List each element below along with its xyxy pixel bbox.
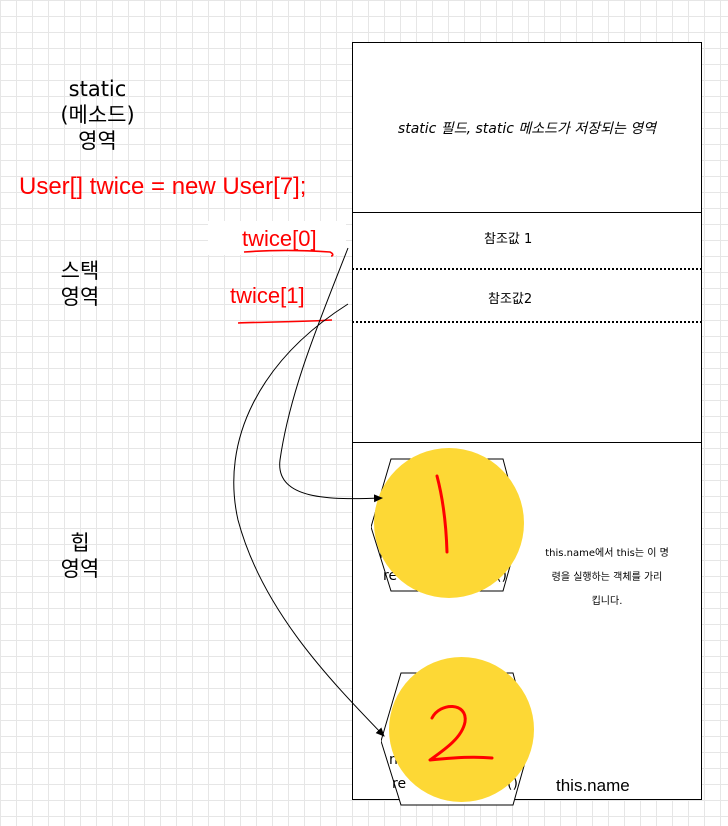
twice1-underline <box>237 319 333 324</box>
heap-note-line1: this.name에서 this는 이 명 <box>545 548 669 559</box>
this-name-text: this.name <box>556 776 630 795</box>
highlight-circle-1 <box>374 448 524 598</box>
twice1-label: twice[1] <box>230 283 305 308</box>
handwritten-2 <box>428 705 494 762</box>
stack-slot-divider-2 <box>352 321 702 323</box>
heap-note-line3: 킵니다. <box>591 596 623 607</box>
stack-value-1: 참조값 1 <box>484 232 533 247</box>
static-stack-divider <box>352 212 702 213</box>
static-label-line3: 영역 <box>78 129 117 153</box>
array-declaration: User[] twice = new User[7]; <box>19 173 307 200</box>
stack-area-label: 스택 영역 <box>40 258 120 310</box>
static-label-line1: static <box>68 77 127 101</box>
twice0-label-bg <box>208 221 346 255</box>
handwritten-1 <box>435 474 449 554</box>
object-2-method: re <box>392 776 407 792</box>
static-label-line2: (메소드) <box>60 103 135 127</box>
object-2-method-end: () <box>507 776 518 792</box>
object-2-field: n <box>389 752 398 768</box>
stack-value-2: 참조값2 <box>488 292 533 307</box>
stack-heap-divider <box>352 442 702 443</box>
heap-note-line2: 령을 실행하는 객체를 가리 <box>551 572 663 583</box>
heap-label-line1: 힙 <box>70 531 90 555</box>
heap-note: this.name에서 this는 이 명 령을 실행하는 객체를 가리 킵니다… <box>532 542 682 614</box>
stack-label-line1: 스택 <box>60 259 100 283</box>
heap-area-label: 힙 영역 <box>40 530 120 582</box>
ref-arrow-1 <box>279 247 383 503</box>
static-area-label: static (메소드) 영역 <box>40 76 155 154</box>
twice0-label: twice[0] <box>242 226 317 251</box>
stack-slot-divider-1 <box>352 268 702 270</box>
ref-arrow-2 <box>233 303 385 737</box>
heap-label-line2: 영역 <box>60 557 100 581</box>
twice0-underline <box>243 249 334 257</box>
stack-label-line2: 영역 <box>60 285 100 309</box>
static-area-description: static 필드, static 메소드가 저장되는 영역 <box>397 121 657 137</box>
